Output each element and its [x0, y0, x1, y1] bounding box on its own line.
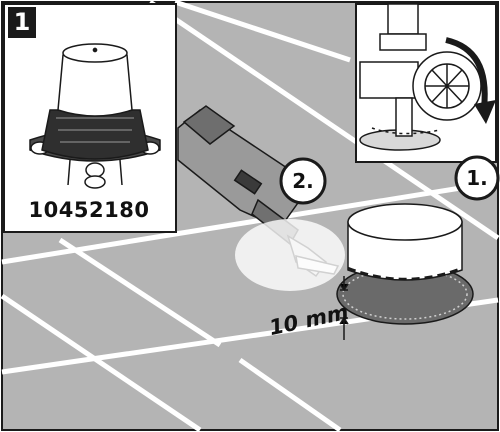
part-number-label: 10452180 [28, 198, 150, 222]
valve-inset [355, 3, 497, 163]
step-1-circle [454, 155, 500, 201]
step-number-badge: 1 [8, 7, 36, 38]
rotation-arrow-icon [445, 37, 488, 109]
drain-cylinder-icon [336, 203, 474, 325]
part-inset [3, 3, 177, 233]
step-1-label: 1. [466, 166, 488, 190]
step-2-label: 2. [292, 169, 314, 193]
rotation-arrowhead-icon [474, 100, 496, 124]
step-2-circle [279, 157, 327, 205]
shutoff-valve-icon [359, 3, 482, 151]
cut-area-highlight [235, 219, 345, 291]
drain-body-part-icon [29, 43, 161, 189]
measurement-indicator [339, 276, 349, 340]
